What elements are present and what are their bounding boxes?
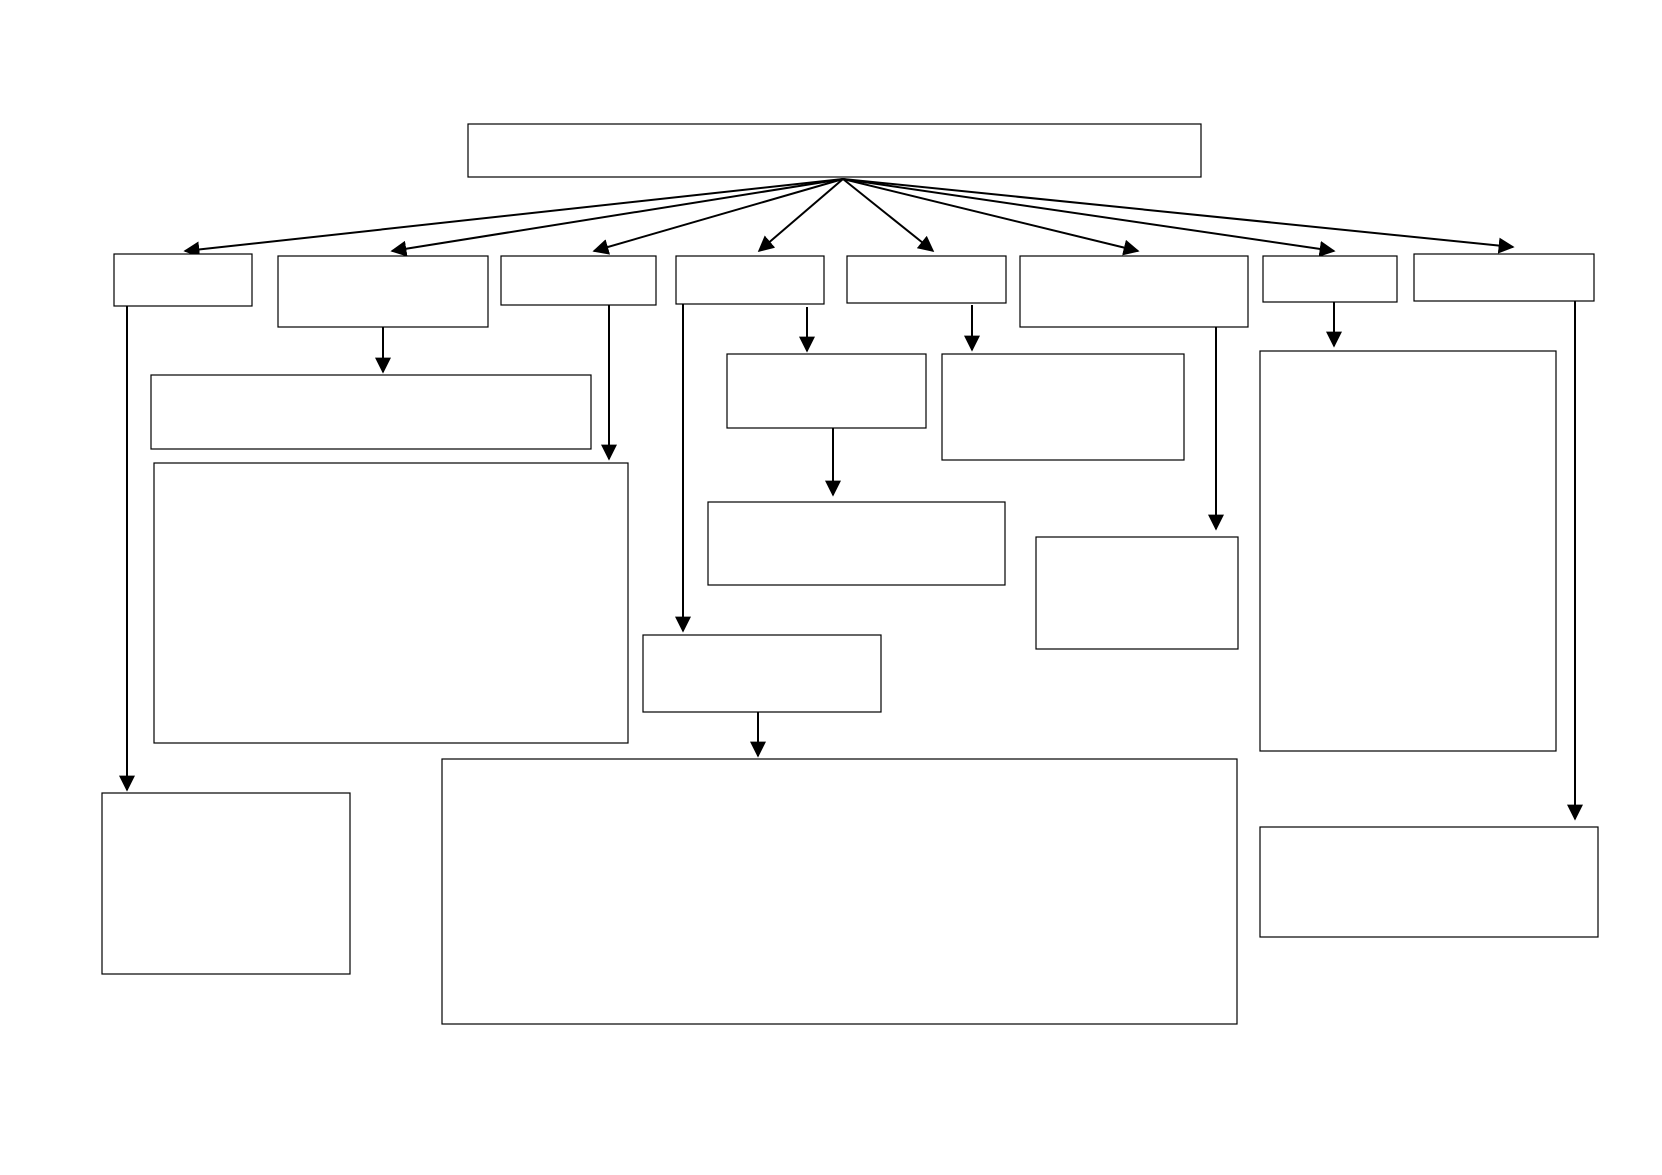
node-c6-child-b bbox=[1259, 350, 1557, 752]
node-box-c6-child bbox=[1035, 536, 1239, 650]
node-box-root bbox=[467, 123, 1202, 178]
node-c2 bbox=[277, 255, 489, 328]
node-box-c1 bbox=[113, 253, 253, 307]
node-box-c5-child-a bbox=[941, 353, 1185, 461]
node-box-c1-child bbox=[101, 792, 351, 975]
arrow-root-to-c5 bbox=[842, 178, 935, 252]
arrow-root-to-c1 bbox=[183, 178, 844, 258]
edges-layer bbox=[119, 178, 1583, 821]
node-c6-child bbox=[1035, 536, 1239, 650]
node-c4 bbox=[675, 255, 825, 305]
node-box-c4 bbox=[675, 255, 825, 305]
arrow-root-to-c8 bbox=[842, 178, 1515, 254]
nodes-layer bbox=[101, 123, 1599, 1025]
node-c5-child-a bbox=[941, 353, 1185, 461]
arrow-root-to-c3 bbox=[592, 178, 844, 255]
node-c4-child-b-child bbox=[707, 501, 1006, 586]
node-box-c8-child bbox=[1259, 826, 1599, 938]
node-box-c2-child bbox=[150, 374, 592, 450]
node-box-c8 bbox=[1413, 253, 1595, 302]
node-c6 bbox=[1019, 255, 1249, 328]
node-c8-child bbox=[1259, 826, 1599, 938]
arrow-root-to-c2 bbox=[390, 178, 844, 257]
node-root bbox=[467, 123, 1202, 178]
node-c3-child bbox=[153, 462, 629, 744]
node-c4-child-b bbox=[726, 353, 927, 429]
node-c8 bbox=[1413, 253, 1595, 302]
arrow-root-to-c4 bbox=[757, 178, 844, 253]
node-box-c3-child bbox=[153, 462, 629, 744]
node-c7 bbox=[1262, 255, 1398, 303]
node-box-c6-child-b bbox=[1259, 350, 1557, 752]
node-box-c7 bbox=[1262, 255, 1398, 303]
node-c5 bbox=[846, 255, 1007, 304]
node-c1-child bbox=[101, 792, 351, 975]
node-box-c5 bbox=[846, 255, 1007, 304]
node-box-c6 bbox=[1019, 255, 1249, 328]
node-c3 bbox=[500, 255, 657, 306]
arrow-root-to-c7 bbox=[842, 178, 1336, 257]
node-box-c3 bbox=[500, 255, 657, 306]
node-c1 bbox=[113, 253, 253, 307]
arrow-root-to-c6 bbox=[842, 178, 1140, 256]
node-c4-child-a bbox=[642, 634, 882, 713]
node-c2-child bbox=[150, 374, 592, 450]
node-box-c5-child-a-child bbox=[441, 758, 1238, 1025]
node-box-c4-child-a bbox=[642, 634, 882, 713]
node-c5-child-a-child bbox=[441, 758, 1238, 1025]
node-box-c2 bbox=[277, 255, 489, 328]
node-box-c4-child-b-child bbox=[707, 501, 1006, 586]
node-box-c4-child-b bbox=[726, 353, 927, 429]
